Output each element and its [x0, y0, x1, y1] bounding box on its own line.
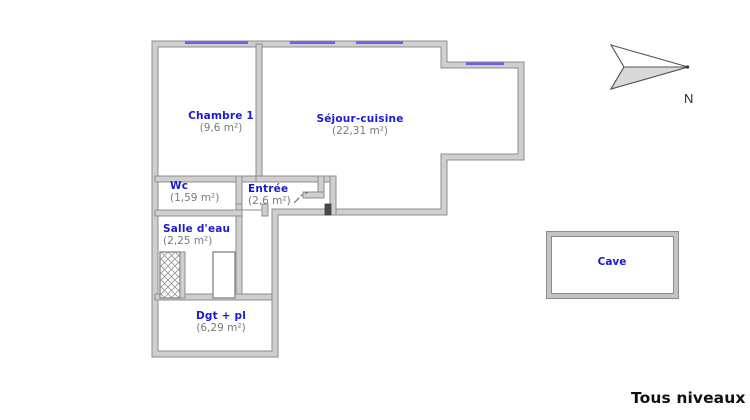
- window-sejour-right: [356, 41, 403, 44]
- wall-entree-right: [329, 175, 337, 216]
- compass-north-label: N: [684, 91, 694, 106]
- wall-corridor-stub: [261, 203, 269, 217]
- wall-chambre-wc: [154, 175, 263, 183]
- cave-box: [546, 231, 679, 299]
- wall-fixture-divider: [179, 251, 186, 299]
- compass-arrow-icon: [609, 44, 691, 90]
- windows: [185, 41, 504, 65]
- door-leaf-entree: [293, 197, 300, 204]
- cave-wall-band: [546, 231, 679, 299]
- wall-chambre-sejour: [255, 43, 263, 182]
- cave-inner-edge: [551, 236, 674, 294]
- cave-label: Cave: [597, 256, 627, 268]
- window-sejour-left: [290, 41, 335, 44]
- window-sejour-bay: [466, 62, 504, 65]
- apartment-outer-walls: [151, 40, 525, 358]
- wall-wc-salledeau: [154, 209, 243, 217]
- door-jamb-entree: [324, 203, 332, 216]
- interior-partitions: [154, 43, 337, 301]
- footer-note: Tous niveaux: [631, 389, 746, 407]
- window-chambre-1: [185, 41, 248, 44]
- wall-wetrooms-right: [235, 175, 243, 301]
- cave-outer-edge: [546, 231, 679, 299]
- fixture-shower-tray: [212, 251, 236, 299]
- fixture-hatched-closet: [159, 251, 181, 299]
